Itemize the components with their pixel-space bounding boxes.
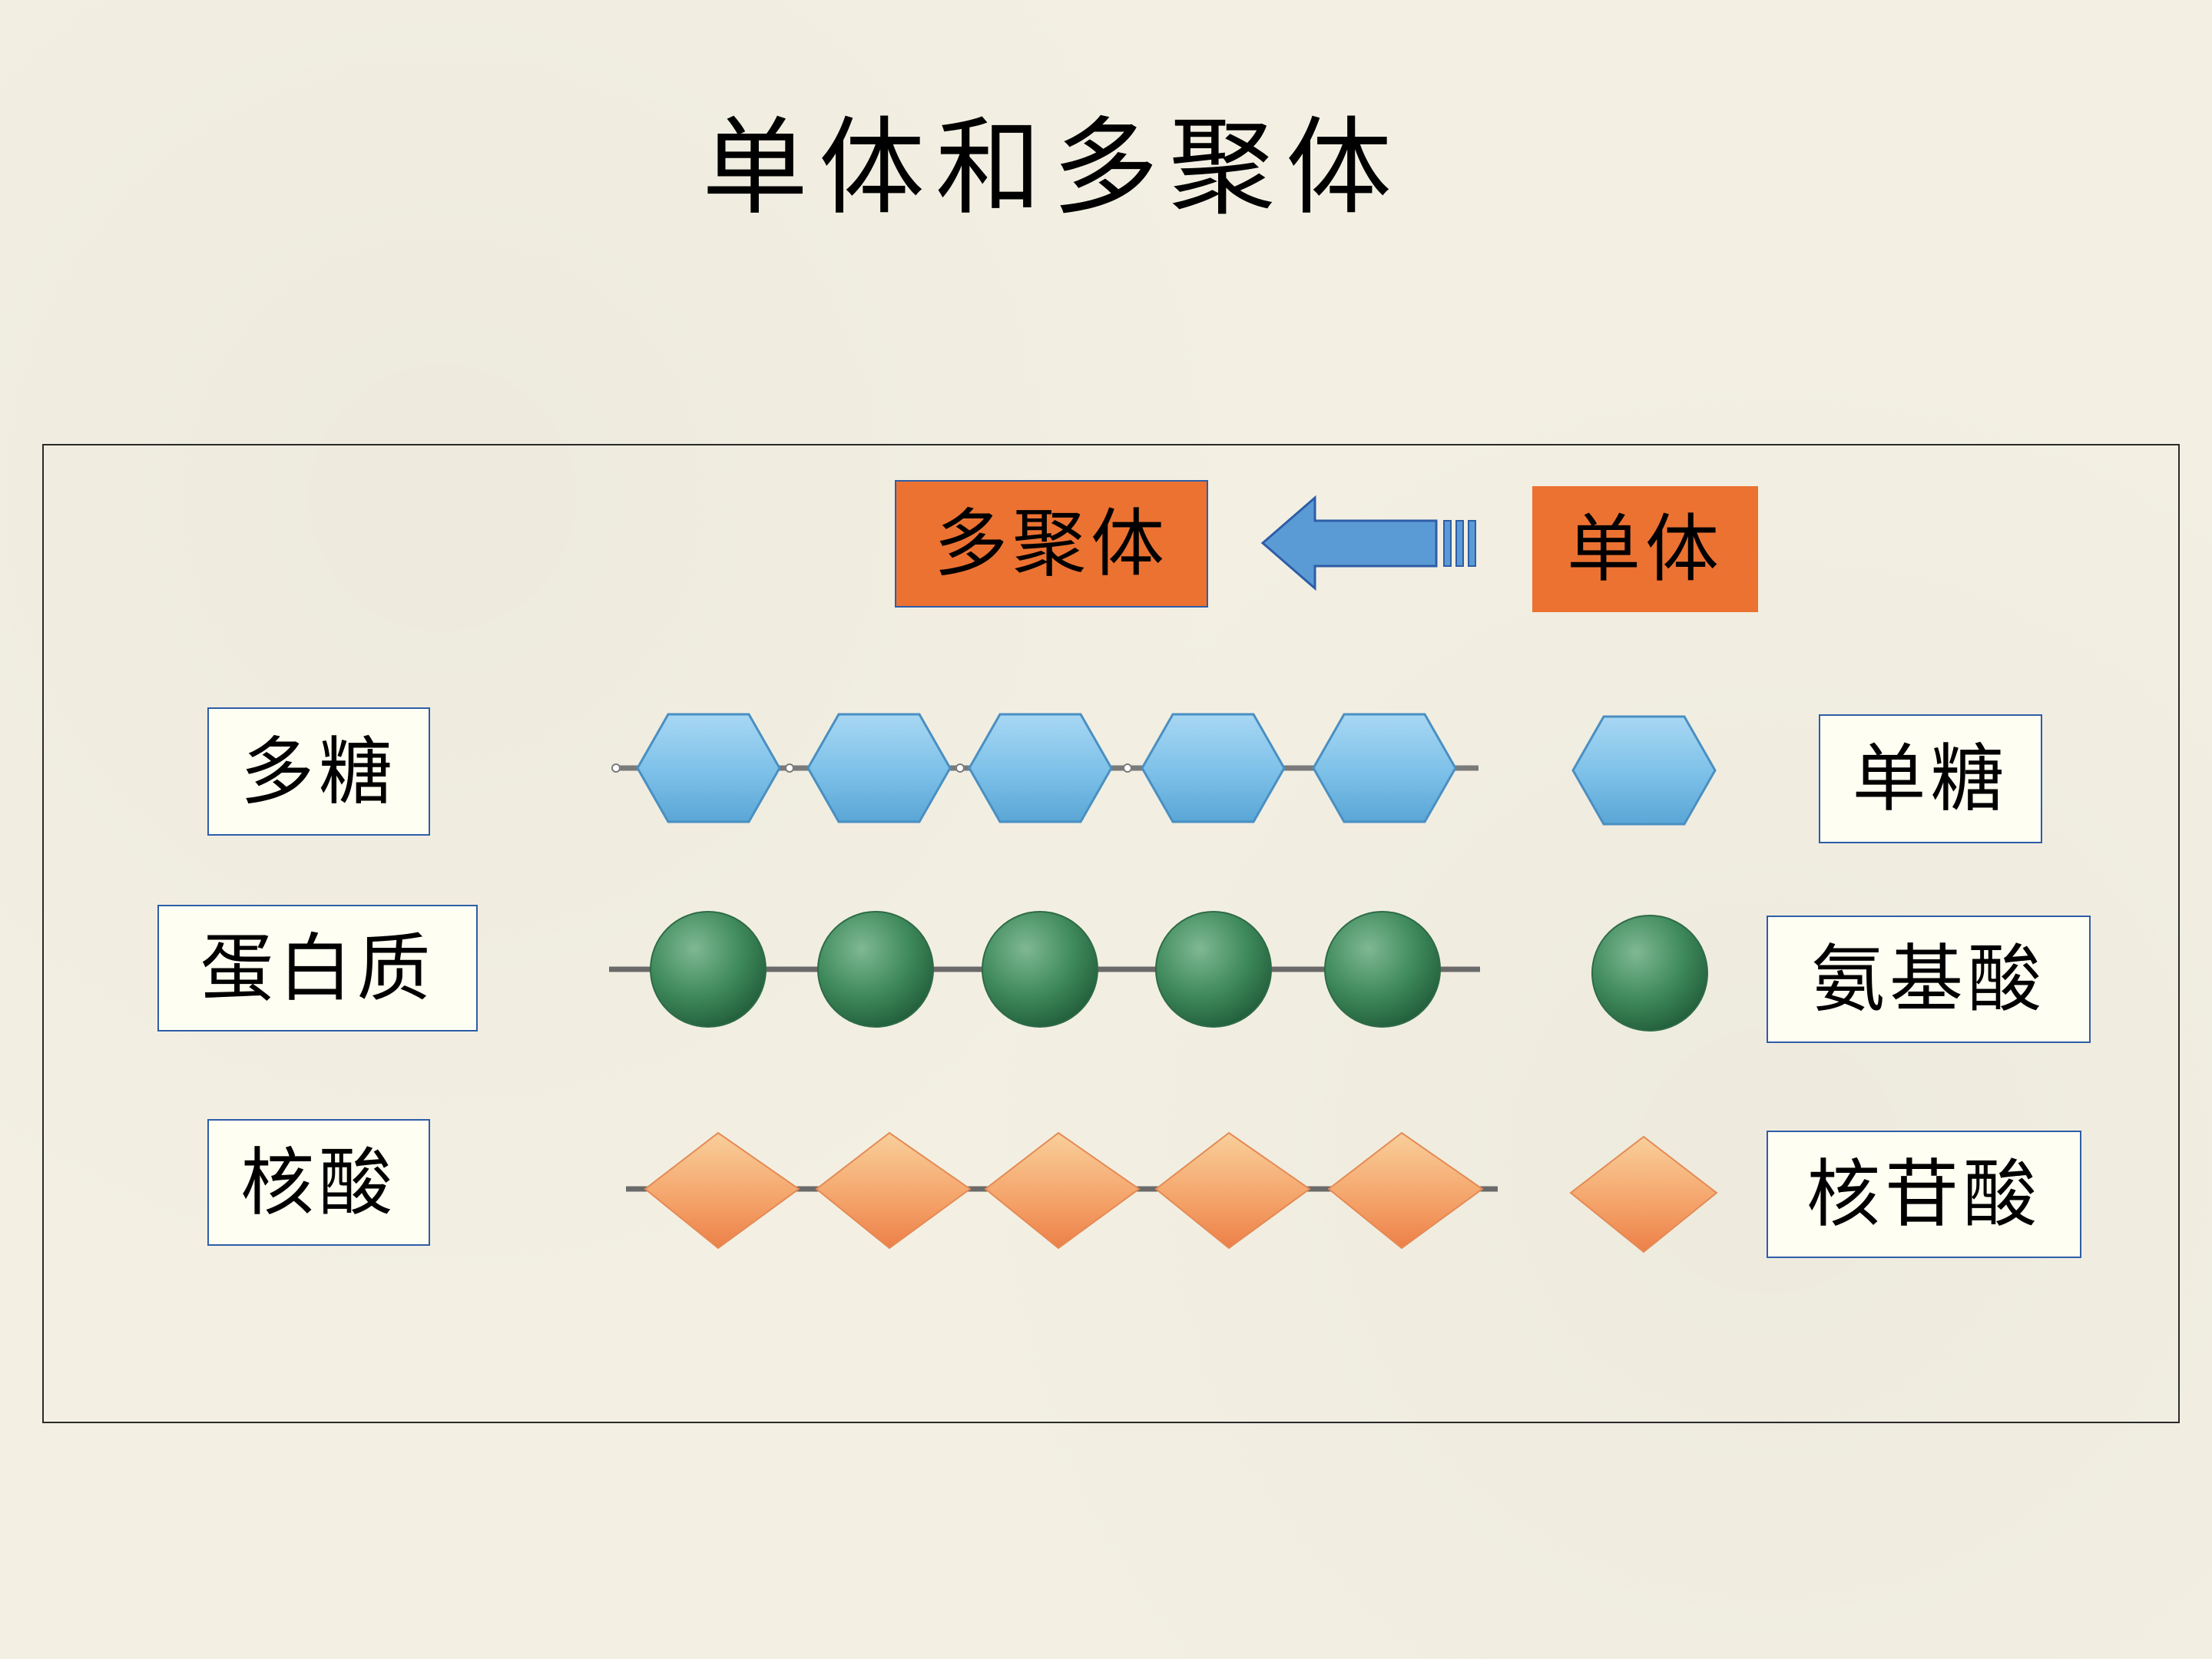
glucose-unit xyxy=(636,713,781,823)
nucleotide-monomer xyxy=(1569,1135,1718,1253)
amino-acid-unit xyxy=(817,911,934,1028)
protein-chain xyxy=(609,911,1480,1028)
left-arrow-icon xyxy=(1260,495,1476,591)
polymer-header-box: 多聚体 xyxy=(895,480,1208,608)
amino-acid-unit xyxy=(1155,911,1272,1028)
monosaccharide-label: 单糖 xyxy=(1819,714,2042,843)
protein-label: 蛋白质 xyxy=(157,905,478,1031)
nucleotide-label: 核苷酸 xyxy=(1767,1131,2081,1258)
amino-acid-unit xyxy=(650,911,767,1028)
page-title: 单体和多聚体 xyxy=(701,106,1402,230)
glucose-unit xyxy=(1312,713,1457,823)
nucleic-acid-label: 核酸 xyxy=(207,1119,430,1246)
nucleotide-unit xyxy=(815,1131,972,1250)
amino-acid-label: 氨基酸 xyxy=(1767,916,2091,1043)
amino-acid-monomer xyxy=(1591,915,1708,1031)
glucose-unit xyxy=(968,713,1113,823)
glucose-unit xyxy=(1141,713,1286,823)
nucleotide-unit xyxy=(1327,1131,1484,1250)
nucleotide-unit xyxy=(984,1131,1141,1250)
nucleotide-unit xyxy=(644,1131,800,1250)
monomer-header-box: 单体 xyxy=(1532,486,1758,612)
diagram-panel xyxy=(42,444,2180,1423)
nucleic-acid-chain xyxy=(626,1131,1498,1250)
nucleotide-unit xyxy=(1154,1131,1311,1250)
monosaccharide-unit xyxy=(1571,715,1717,826)
amino-acid-unit xyxy=(1324,911,1441,1028)
amino-acid-unit xyxy=(982,911,1098,1028)
polysaccharide-chain xyxy=(611,713,1479,823)
glucose-unit xyxy=(806,713,952,823)
polysaccharide-label: 多糖 xyxy=(207,707,430,836)
